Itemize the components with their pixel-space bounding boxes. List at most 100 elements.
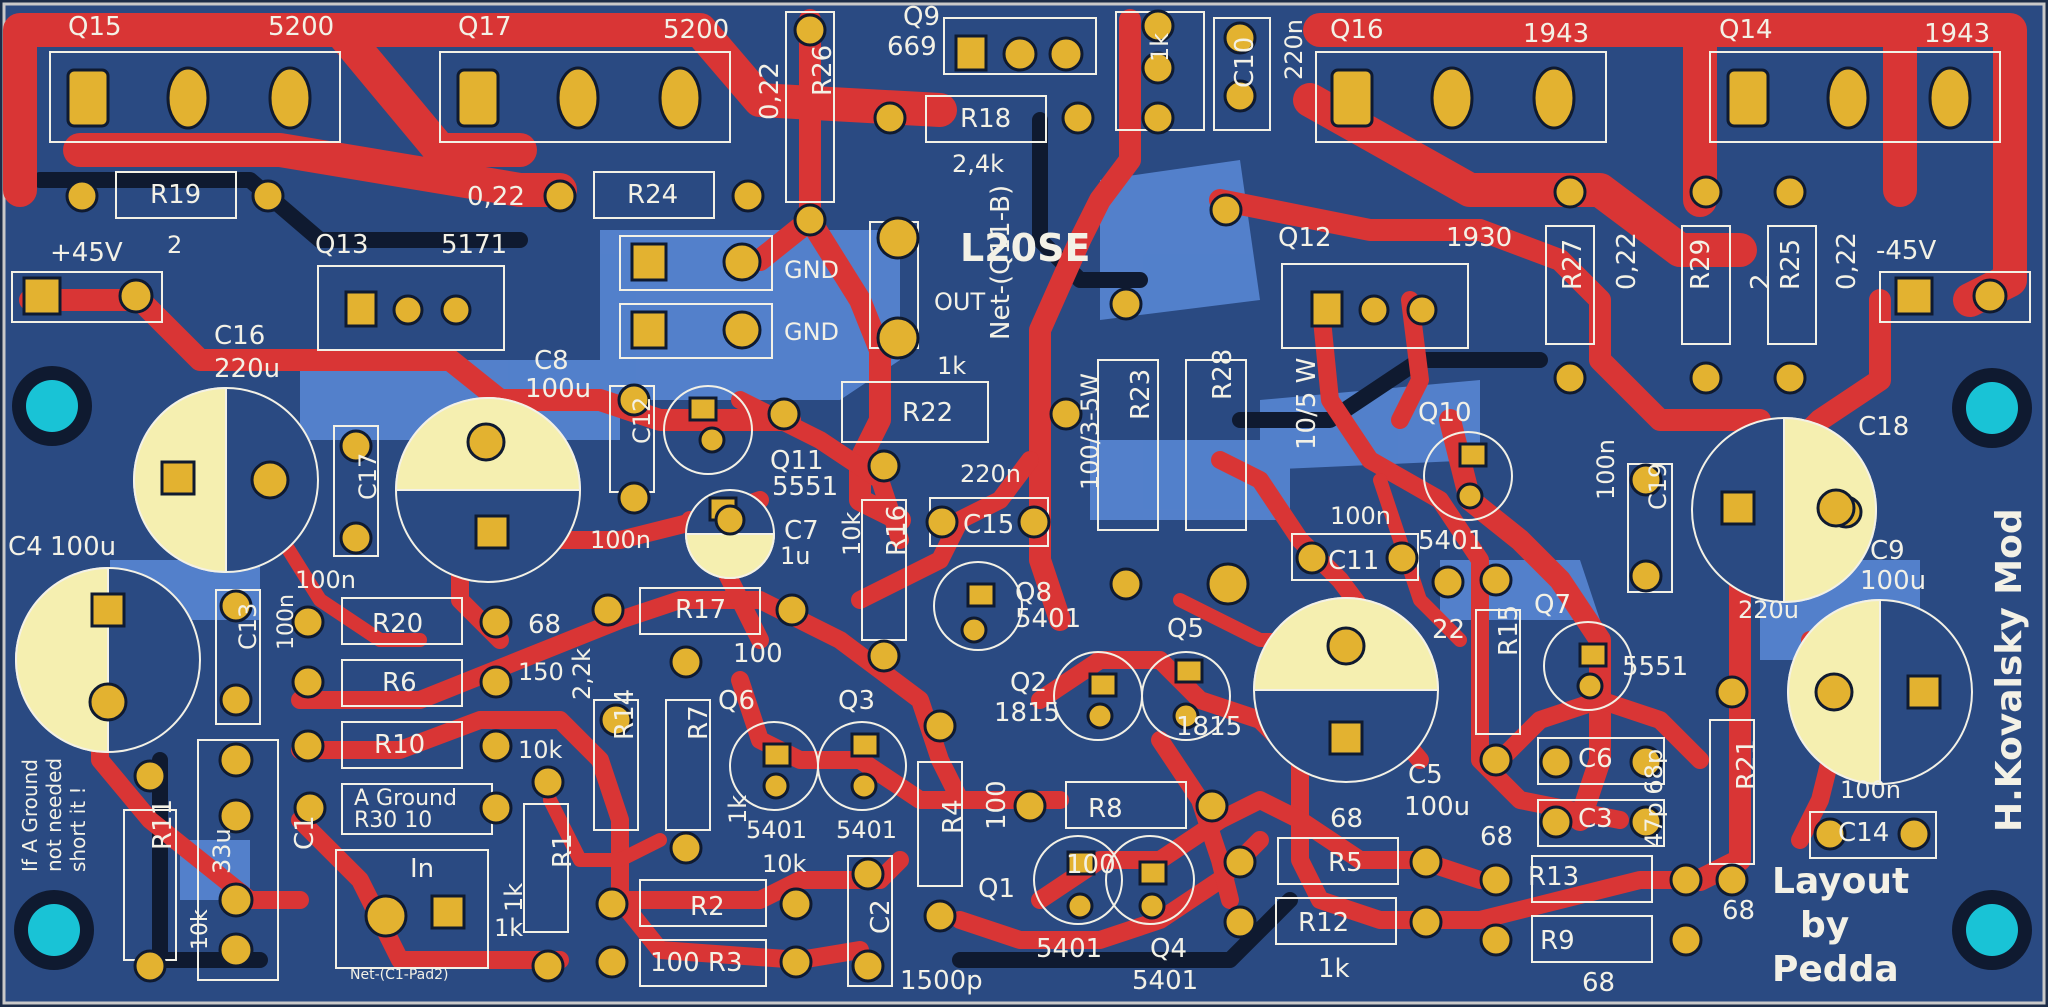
label-r2: R2 <box>690 892 725 922</box>
credit-line-2: by <box>1800 905 1850 946</box>
label-q8: Q8 <box>1015 578 1053 608</box>
label-c18: C18 <box>1858 412 1910 442</box>
label-c11v: 100n <box>1330 502 1392 530</box>
pads <box>22 9 2008 983</box>
label-q11: Q11 <box>770 446 824 476</box>
label-r3: 100 R3 <box>650 948 743 978</box>
label-r17v: 100 <box>733 639 783 669</box>
label-q8v: 5401 <box>1015 604 1082 634</box>
label-c6: C6 <box>1578 744 1613 774</box>
electrolytic-capacitors <box>15 386 1973 786</box>
label-q2v: 1815 <box>994 698 1061 728</box>
label-c8: C8 <box>534 346 569 376</box>
label-q13v: 5171 <box>441 230 508 260</box>
label-r15v: 22 <box>1432 615 1466 645</box>
label-r17: R17 <box>675 595 727 625</box>
label-q6v: 5401 <box>746 816 808 844</box>
vlabel-r29v: 2 <box>1746 273 1776 290</box>
label-c8v: 100u <box>525 374 592 404</box>
cap-c16 <box>133 386 319 574</box>
vlabel-c2: C2 <box>866 899 896 934</box>
vlabel-r27: R27 <box>1558 238 1588 290</box>
label-r12v: 1k <box>1318 954 1350 984</box>
label-out: OUT <box>934 288 986 316</box>
vlabel-r7v: 1k <box>724 794 752 824</box>
vlabel-r25v: 0,22 <box>1832 232 1862 290</box>
credit-line-3: Pedda <box>1772 949 1899 990</box>
label-c11: C11 <box>1328 546 1380 576</box>
label-r26v2: 1k <box>937 352 967 380</box>
label-c14v: 100n <box>1840 776 1902 804</box>
mounting-holes <box>12 366 2032 970</box>
vlabel-r23v: 100/3-5W <box>1076 373 1104 490</box>
label-c3: C3 <box>1578 804 1613 834</box>
note-line-3: short it ! <box>66 786 90 872</box>
label-q15: Q15 <box>68 12 122 42</box>
label-r5: R5 <box>1328 848 1363 878</box>
note-line-2: not needed <box>42 757 66 872</box>
vlabel-r25: R25 <box>1776 238 1806 290</box>
vlabel-r1: R1 <box>548 833 578 868</box>
silkscreen-outlines <box>11 11 2031 987</box>
label-c19v: 220u <box>1738 596 1800 624</box>
label-q16v: 1943 <box>1523 19 1590 49</box>
label-c15v: 220n <box>960 460 1022 488</box>
label-q9v: 669 <box>887 32 937 62</box>
label-r6: R6 <box>382 668 417 698</box>
label-q10v: 5401 <box>1418 526 1485 556</box>
label-r24v: 0,22 <box>467 182 525 212</box>
vlabel-r11v: 10k <box>188 909 213 950</box>
vlabel-r16: R16 <box>882 504 912 556</box>
label-c12v: 100n <box>590 526 652 554</box>
vlabel-r26v: 0,22 <box>755 62 785 120</box>
label-c7: C7 <box>784 516 819 546</box>
label-q13: Q13 <box>315 230 369 260</box>
label-q14v: 1943 <box>1924 19 1991 49</box>
vlabel-r29: R29 <box>1686 238 1716 290</box>
label-c16: C16 <box>214 321 266 351</box>
label-q12v: 1930 <box>1446 223 1513 253</box>
label-r19v: 2 <box>167 231 183 259</box>
label-q6: Q6 <box>718 686 756 716</box>
label-q16: Q16 <box>1330 15 1384 45</box>
label-gnd1: GND <box>784 256 840 284</box>
label-c9: C9 <box>1870 536 1905 566</box>
label-q17v: 5200 <box>663 15 730 45</box>
vlabel-r11: R11 <box>148 798 178 850</box>
label-c4: C4 <box>8 532 43 562</box>
credit-line-1: Layout <box>1772 861 1910 902</box>
vlabel-r23: R23 <box>1126 368 1156 420</box>
pad-square <box>22 34 1942 930</box>
label-r5v: 68 <box>1330 804 1364 834</box>
label-r20v: 68 <box>528 610 562 640</box>
vlabel-c10v: 220n <box>1280 18 1308 80</box>
label-v45p: +45V <box>50 238 123 268</box>
label-v45n: -45V <box>1876 236 1937 266</box>
label-q9: Q9 <box>903 2 941 32</box>
label-c2v: 1500p <box>900 966 983 996</box>
label-r9v: 68 <box>1582 968 1616 998</box>
board-title: L20SE <box>960 226 1091 270</box>
label-q2: Q2 <box>1010 668 1048 698</box>
label-r10: R10 <box>374 730 426 760</box>
label-c63v: 47p 68p <box>1640 748 1668 848</box>
vlabel-c12: C12 <box>628 396 656 444</box>
label-q4: Q4 <box>1150 934 1188 964</box>
vlabel-r15: R15 <box>1494 604 1524 656</box>
pad-oval <box>88 36 2008 968</box>
label-net1: Net-(C1-Pad2) <box>350 967 449 983</box>
label-q4v: 5401 <box>1132 966 1199 996</box>
label-q17: Q17 <box>458 12 512 42</box>
label-q7: Q7 <box>1534 590 1572 620</box>
label-q15v: 5200 <box>268 12 335 42</box>
label-r8v: 100 <box>1066 850 1116 880</box>
vlabel-r27v: 0,22 <box>1612 232 1642 290</box>
label-q7v: 5551 <box>1622 652 1689 682</box>
vlabel-r26: R26 <box>808 44 838 96</box>
vlabel-r7: R7 <box>684 705 714 740</box>
vertical-credit: H.Kovalsky Mod <box>1989 508 2030 832</box>
vlabel-r4v: 100 <box>982 780 1012 830</box>
vlabel-c10: C10 <box>1230 36 1260 88</box>
vlabel-netq11: Net-(Q11-B) <box>986 184 1016 340</box>
